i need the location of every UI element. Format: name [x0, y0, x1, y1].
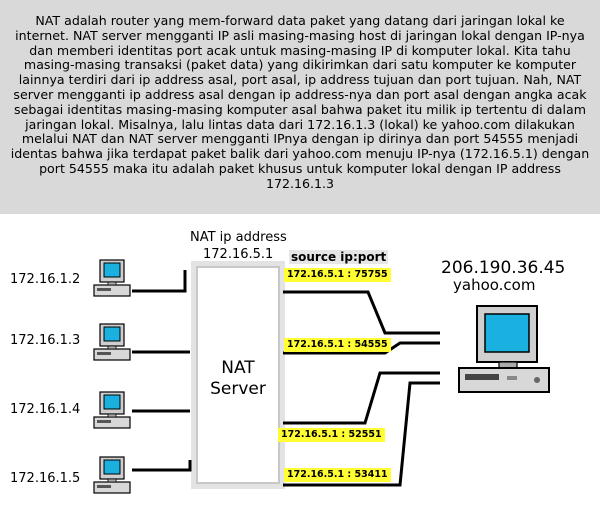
- port-tag-3: 172.16.5.1 : 52551: [278, 428, 385, 442]
- nat-ip: 172.16.5.1: [203, 247, 274, 262]
- port-tag-2: 172.16.5.1 : 54555: [284, 338, 391, 352]
- computer-icon: [93, 323, 131, 361]
- host-ip-4: 172.16.1.5: [10, 471, 81, 486]
- line-out-2: [283, 341, 440, 355]
- nat-title: NAT ip address: [190, 230, 287, 245]
- computer-icon: [93, 456, 131, 494]
- computer-icon: [93, 391, 131, 429]
- line-out-3: [283, 371, 440, 425]
- host-ip-3: 172.16.1.4: [10, 402, 81, 417]
- nat-label-line2: Server: [210, 379, 266, 399]
- server-name: yahoo.com: [453, 276, 536, 294]
- port-tag-1: 172.16.5.1 : 75755: [284, 268, 391, 282]
- computer-icon: [93, 259, 131, 297]
- nat-label-line1: NAT: [221, 358, 255, 378]
- nat-server-box: [191, 261, 285, 489]
- server-computer-icon: [458, 305, 550, 393]
- description-text: NAT adalah router yang mem-forward data …: [0, 0, 600, 214]
- host-ip-2: 172.16.1.3: [10, 333, 81, 348]
- host-ip-1: 172.16.1.2: [10, 272, 81, 287]
- line-out-1: [283, 290, 440, 335]
- line-out-4: [283, 381, 440, 487]
- source-header: source ip:port: [289, 250, 389, 264]
- port-tag-4: 172.16.5.1 : 53411: [284, 468, 391, 482]
- line-host-1: [132, 270, 187, 293]
- line-host-4: [132, 460, 192, 472]
- nat-server-label: NAT Server: [196, 358, 280, 400]
- server-ip: 206.190.36.45: [441, 258, 566, 278]
